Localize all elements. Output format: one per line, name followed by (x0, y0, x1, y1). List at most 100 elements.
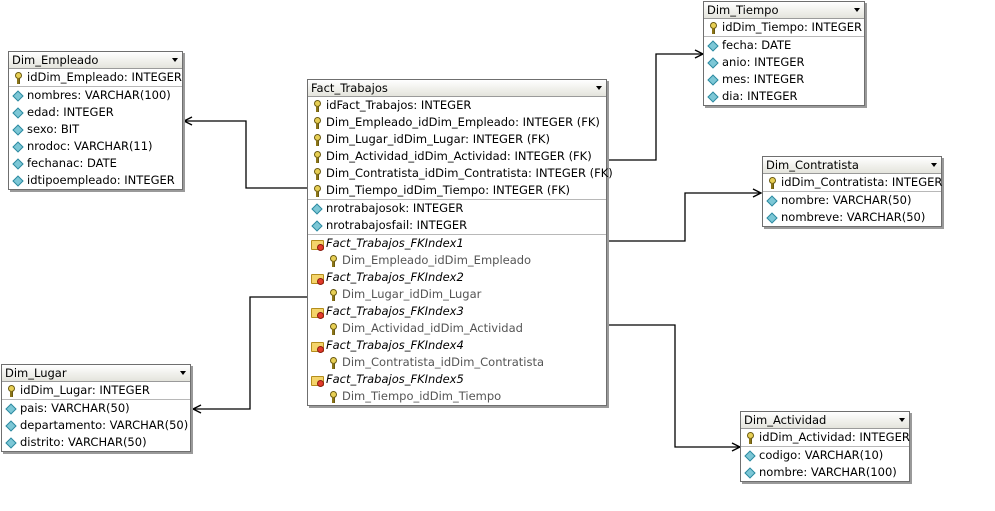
key-icon (310, 99, 324, 113)
table-title: Dim_Actividad (744, 413, 827, 427)
column-row[interactable]: nrodoc: VARCHAR(11) (9, 138, 182, 155)
column-row[interactable]: departamento: VARCHAR(50) (2, 417, 190, 434)
column-diamond-icon (4, 436, 18, 450)
chevron-down-icon[interactable] (899, 418, 905, 422)
column-row[interactable]: edad: INTEGER (9, 104, 182, 121)
pk-row[interactable]: Dim_Lugar_idDim_Lugar: INTEGER (FK) (308, 131, 606, 148)
key-icon (4, 384, 18, 398)
column-row[interactable]: idtipoempleado: INTEGER (9, 172, 182, 189)
table-header[interactable]: Dim_Contratista (763, 157, 941, 174)
pk-row[interactable]: idDim_Lugar: INTEGER (2, 382, 190, 399)
table-title: Dim_Lugar (5, 366, 67, 380)
table-fact-trabajos[interactable]: Fact_Trabajos idFact_Trabajos: INTEGER D… (307, 79, 613, 406)
column-label: mes: INTEGER (722, 72, 805, 86)
column-row[interactable]: distrito: VARCHAR(50) (2, 434, 190, 451)
pk-row[interactable]: Dim_Empleado_idDim_Empleado: INTEGER (FK… (308, 114, 606, 131)
column-diamond-icon (4, 419, 18, 433)
index-column-row[interactable]: Dim_Actividad_idDim_Actividad (308, 320, 606, 337)
pk-row[interactable]: idDim_Contratista: INTEGER (763, 174, 943, 191)
columns-section: pais: VARCHAR(50) departamento: VARCHAR(… (2, 400, 190, 451)
chevron-down-icon[interactable] (931, 163, 937, 167)
index-row[interactable]: Fact_Trabajos_FKIndex3 (308, 303, 606, 320)
table-header[interactable]: Dim_Empleado (9, 52, 182, 69)
pk-label: Dim_Contratista_idDim_Contratista: INTEG… (326, 166, 613, 180)
pk-label: Dim_Lugar_idDim_Lugar: INTEGER (FK) (326, 132, 550, 146)
column-diamond-icon (310, 219, 324, 233)
relationship-fact-to-lugar[interactable] (193, 296, 307, 409)
column-row[interactable]: anio: INTEGER (704, 54, 864, 71)
index-column-label: Dim_Lugar_idDim_Lugar (342, 287, 482, 301)
pk-label: idDim_Contratista: INTEGER (781, 175, 943, 189)
relationship-fact-to-actividad[interactable] (609, 324, 740, 447)
index-column-row[interactable]: Dim_Empleado_idDim_Empleado (308, 252, 606, 269)
column-diamond-icon (11, 123, 25, 137)
primary-key-section: idDim_Empleado: INTEGER (9, 69, 182, 87)
table-dim-lugar[interactable]: Dim_Lugar idDim_Lugar: INTEGER pais: VAR… (1, 364, 191, 452)
column-row[interactable]: fecha: DATE (704, 37, 864, 54)
column-label: edad: INTEGER (27, 105, 114, 119)
key-icon (326, 390, 340, 404)
key-icon (310, 133, 324, 147)
table-header[interactable]: Dim_Lugar (2, 365, 190, 382)
pk-row[interactable]: Dim_Tiempo_idDim_Tiempo: INTEGER (FK) (308, 182, 606, 199)
primary-key-section: idDim_Tiempo: INTEGER (704, 19, 864, 37)
index-column-row[interactable]: Dim_Lugar_idDim_Lugar (308, 286, 606, 303)
column-row[interactable]: sexo: BIT (9, 121, 182, 138)
relationship-fact-to-empleado[interactable] (184, 121, 307, 189)
relationship-fact-to-contratista[interactable] (609, 193, 761, 242)
index-column-label: Dim_Empleado_idDim_Empleado (342, 253, 532, 267)
key-icon (765, 176, 779, 190)
column-row[interactable]: nrotrabajosfail: INTEGER (308, 217, 606, 234)
index-row[interactable]: Fact_Trabajos_FKIndex1 (308, 235, 606, 252)
chevron-down-icon[interactable] (180, 371, 186, 375)
table-dim-actividad[interactable]: Dim_Actividad idDim_Actividad: INTEGER c… (740, 411, 910, 482)
chevron-down-icon[interactable] (596, 86, 602, 90)
table-title: Dim_Empleado (12, 53, 99, 67)
index-row[interactable]: Fact_Trabajos_FKIndex4 (308, 337, 606, 354)
index-row[interactable]: Fact_Trabajos_FKIndex2 (308, 269, 606, 286)
column-row[interactable]: fechanac: DATE (9, 155, 182, 172)
column-row[interactable]: codigo: VARCHAR(10) (741, 447, 909, 464)
table-header[interactable]: Dim_Actividad (741, 412, 909, 429)
index-column-label: Dim_Tiempo_idDim_Tiempo (342, 389, 502, 403)
column-diamond-icon (706, 73, 720, 87)
pk-row[interactable]: Dim_Contratista_idDim_Contratista: INTEG… (308, 165, 613, 182)
key-icon (326, 254, 340, 268)
column-diamond-icon (11, 106, 25, 120)
column-label: nombre: VARCHAR(100) (759, 465, 897, 479)
column-row[interactable]: nombre: VARCHAR(50) (763, 192, 941, 209)
column-row[interactable]: nombres: VARCHAR(100) (9, 87, 182, 104)
column-row[interactable]: pais: VARCHAR(50) (2, 400, 190, 417)
index-column-row[interactable]: Dim_Tiempo_idDim_Tiempo (308, 388, 606, 405)
column-row[interactable]: dia: INTEGER (704, 88, 864, 105)
index-column-row[interactable]: Dim_Contratista_idDim_Contratista (308, 354, 606, 371)
pk-row[interactable]: idDim_Empleado: INTEGER (9, 69, 182, 86)
column-diamond-icon (4, 402, 18, 416)
key-icon (310, 167, 324, 181)
column-label: sexo: BIT (27, 122, 80, 136)
column-row[interactable]: nombreve: VARCHAR(50) (763, 209, 941, 226)
column-label: nombre: VARCHAR(50) (781, 193, 912, 207)
table-dim-tiempo[interactable]: Dim_Tiempo idDim_Tiempo: INTEGER fecha: … (703, 1, 865, 106)
chevron-down-icon[interactable] (172, 58, 178, 62)
column-row[interactable]: mes: INTEGER (704, 71, 864, 88)
pk-row[interactable]: idDim_Tiempo: INTEGER (704, 19, 864, 36)
pk-label: idDim_Tiempo: INTEGER (722, 20, 862, 34)
column-row[interactable]: nrotrabajosok: INTEGER (308, 200, 606, 217)
column-row[interactable]: nombre: VARCHAR(100) (741, 464, 909, 481)
column-diamond-icon (310, 202, 324, 216)
table-dim-contratista[interactable]: Dim_Contratista idDim_Contratista: INTEG… (762, 156, 942, 227)
pk-row[interactable]: idDim_Actividad: INTEGER (741, 429, 910, 446)
table-dim-empleado[interactable]: Dim_Empleado idDim_Empleado: INTEGER nom… (8, 51, 183, 190)
column-diamond-icon (743, 466, 757, 480)
chevron-down-icon[interactable] (854, 8, 860, 12)
pk-row[interactable]: Dim_Actividad_idDim_Actividad: INTEGER (… (308, 148, 606, 165)
column-label: anio: INTEGER (722, 55, 805, 69)
key-icon (706, 21, 720, 35)
table-header[interactable]: Dim_Tiempo (704, 2, 864, 19)
index-row[interactable]: Fact_Trabajos_FKIndex5 (308, 371, 606, 388)
index-label: Fact_Trabajos_FKIndex1 (326, 236, 464, 250)
pk-row[interactable]: idFact_Trabajos: INTEGER (308, 97, 606, 114)
relationship-fact-to-tiempo[interactable] (609, 54, 703, 161)
table-header[interactable]: Fact_Trabajos (308, 80, 606, 97)
